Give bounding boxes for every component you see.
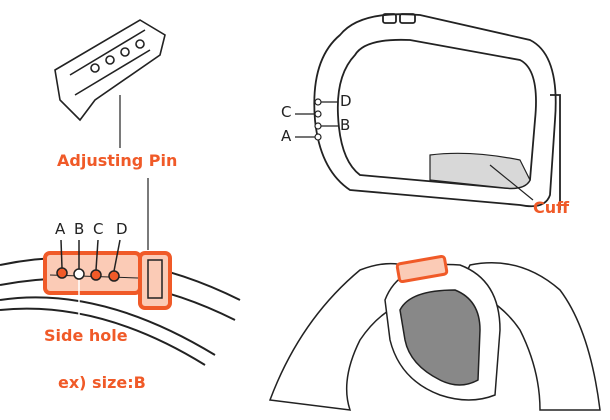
hole-label-a: A — [55, 220, 66, 238]
cuff-label: Cuff — [533, 198, 570, 217]
hole-c — [90, 269, 102, 281]
cuff-hole-label-c: C — [281, 103, 292, 121]
pin-highlight — [138, 251, 172, 310]
adjusting-pin-label: Adjusting Pin — [57, 151, 178, 170]
side-hole-label: Side hole — [44, 326, 128, 345]
hole-label-d: D — [116, 220, 128, 238]
hole-label-c: C — [93, 220, 104, 238]
hands-pin-highlight — [395, 254, 449, 284]
hole-label-b: B — [74, 220, 85, 238]
hole-a — [56, 267, 68, 279]
hands-illustration — [268, 262, 601, 411]
cuff-hole-label-d: D — [340, 92, 352, 110]
hole-d — [108, 270, 120, 282]
hole-b — [73, 268, 85, 280]
cuff-hole-label-b: B — [340, 116, 351, 134]
cuff-pad — [429, 152, 531, 189]
example-size-label: ex) size:B — [58, 373, 146, 392]
cuff-hole-label-a: A — [281, 127, 292, 145]
adjusting-pin-illustration — [54, 19, 166, 122]
